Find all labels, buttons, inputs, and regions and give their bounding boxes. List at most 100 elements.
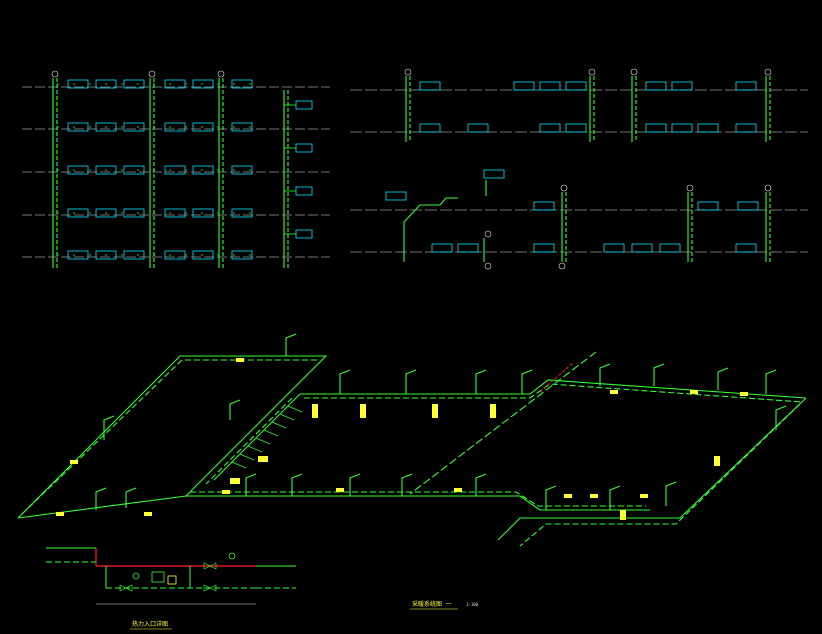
pipe-tag xyxy=(454,488,462,492)
supply-riser-marker xyxy=(539,361,575,393)
branch-drop xyxy=(665,481,677,506)
radiator xyxy=(513,81,535,91)
radiator xyxy=(192,208,214,218)
branch-drop xyxy=(229,399,241,420)
radiator xyxy=(659,243,681,253)
radiator xyxy=(735,81,757,91)
riser-diagram-left xyxy=(22,70,330,268)
branch-drop xyxy=(245,473,257,496)
pipe-tag xyxy=(236,358,244,362)
main-pipe-loop-right-return xyxy=(519,403,801,547)
diagonal-supply xyxy=(409,351,597,495)
pipe-tag xyxy=(620,510,626,520)
ladder-rung xyxy=(239,453,255,461)
radiator xyxy=(231,250,253,260)
radiator xyxy=(431,243,453,253)
radiator xyxy=(192,165,214,175)
radiators-left xyxy=(67,79,313,260)
riser-top-markers-right xyxy=(404,68,772,270)
radiator xyxy=(533,201,555,211)
branch-drop xyxy=(95,487,107,510)
radiator xyxy=(697,201,719,211)
pipe-tag xyxy=(432,404,438,418)
pipe-tag xyxy=(56,512,64,516)
branch-drop xyxy=(405,369,417,394)
riser-diagram-right xyxy=(350,68,808,270)
pipe-tag xyxy=(336,488,344,492)
riser-top-markers-left xyxy=(51,70,225,78)
radiator xyxy=(95,165,117,175)
radiator xyxy=(697,123,719,133)
isometric-system-diagram xyxy=(17,333,807,547)
radiator xyxy=(123,79,145,89)
pipe-tag xyxy=(640,494,648,498)
radiator xyxy=(671,81,693,91)
radiator xyxy=(231,165,253,175)
main-pipe-loop-left-return xyxy=(21,359,320,515)
radiator xyxy=(385,191,407,201)
pipe-tags xyxy=(56,358,748,520)
riser-cap xyxy=(686,184,694,192)
riser-cap xyxy=(764,68,772,76)
isometric-title: 采暖系统图 一 xyxy=(412,600,452,608)
radiator xyxy=(295,229,313,239)
diagonal-main xyxy=(213,393,301,481)
radiator xyxy=(539,123,561,133)
radiator xyxy=(192,250,214,260)
riser-cap xyxy=(764,184,772,192)
main-pipe-bottom xyxy=(186,495,650,511)
pipe-tag xyxy=(610,390,618,394)
radiator xyxy=(164,250,186,260)
radiator xyxy=(603,243,625,253)
radiator xyxy=(95,79,117,89)
radiator xyxy=(735,243,757,253)
valve-icon xyxy=(203,584,217,592)
radiator xyxy=(231,79,253,89)
branch-drop xyxy=(775,405,787,430)
filter-unit xyxy=(151,571,165,583)
pipe-tag xyxy=(230,478,240,484)
radiator xyxy=(123,122,145,132)
radiator xyxy=(539,81,561,91)
pipe-tag xyxy=(714,456,720,466)
radiator xyxy=(231,122,253,132)
branch-drop xyxy=(599,363,611,386)
pressure-gauge xyxy=(228,552,236,560)
radiator xyxy=(565,81,587,91)
riser-cap xyxy=(484,230,492,238)
riser-cap xyxy=(51,70,59,78)
radiator xyxy=(123,208,145,218)
radiator xyxy=(565,123,587,133)
pressure-gauge xyxy=(132,572,140,580)
inlet-detail-title: 热力入口详图 xyxy=(132,620,168,628)
ladder-rung xyxy=(255,437,271,445)
main-pipe-loop-left xyxy=(17,355,328,519)
branch-drops-bottom xyxy=(95,399,787,510)
ladder-rung xyxy=(263,429,279,437)
heat-inlet-detail xyxy=(46,547,296,605)
radiator xyxy=(192,122,214,132)
branch-drop xyxy=(717,367,729,390)
diagonal-ladder xyxy=(231,405,303,469)
pipe-tag xyxy=(564,494,572,498)
valve-icon xyxy=(119,584,133,592)
radiator xyxy=(645,123,667,133)
riser-cap xyxy=(148,70,156,78)
pipe-tag xyxy=(590,494,598,498)
isometric-scale: 1:100 xyxy=(466,602,479,607)
radiator xyxy=(295,143,313,153)
radiator xyxy=(631,243,653,253)
radiator xyxy=(67,79,89,89)
riser-cap xyxy=(588,68,596,76)
branches-left xyxy=(57,83,296,256)
main-pipe-top-return xyxy=(304,383,803,403)
radiator xyxy=(419,123,441,133)
branch-drop xyxy=(285,333,297,356)
radiator xyxy=(67,250,89,260)
riser-cap xyxy=(404,68,412,76)
risers-left xyxy=(52,78,289,268)
branch-drop xyxy=(475,369,487,394)
radiator xyxy=(164,208,186,218)
radiators-right xyxy=(385,81,759,253)
